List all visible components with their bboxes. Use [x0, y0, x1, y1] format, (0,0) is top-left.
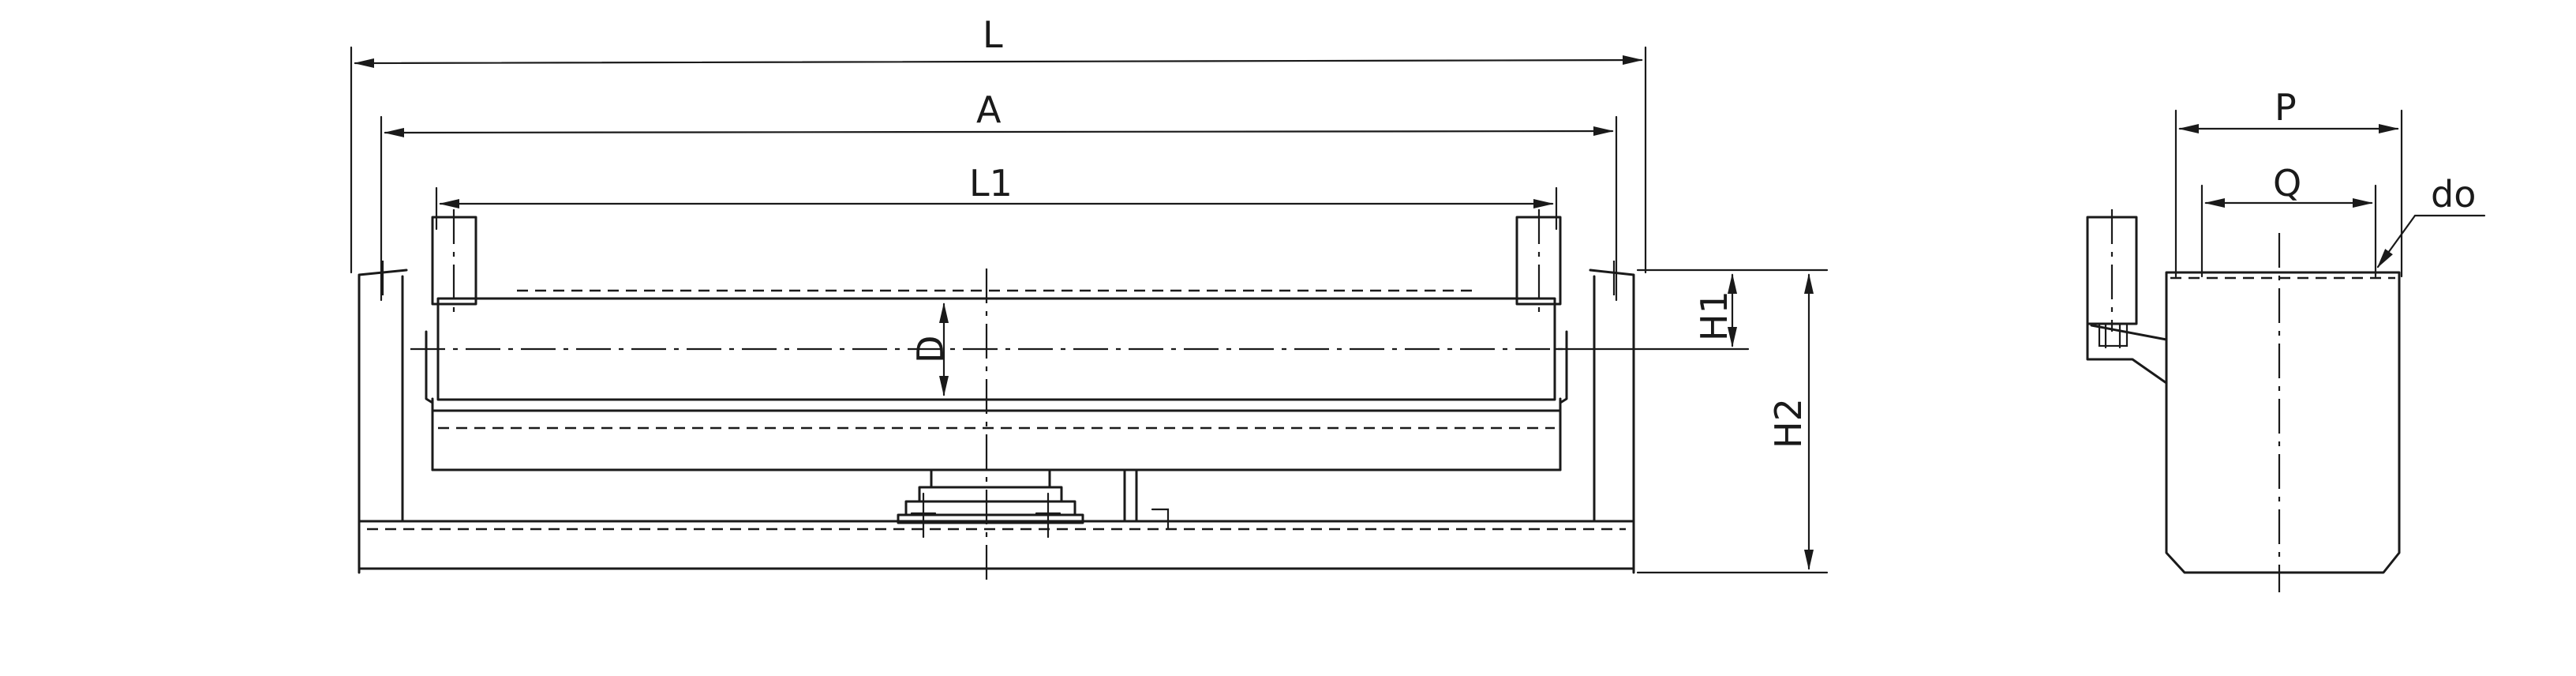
dimension-A: A [380, 88, 1618, 302]
dimension-H2: H2 [1636, 273, 1829, 574]
dimension-L: L [350, 13, 1647, 274]
center-mount [897, 269, 1170, 580]
dimension-P: P [2174, 86, 2403, 278]
outer-frame [358, 261, 1635, 574]
frame-beam [431, 397, 1562, 471]
label-A: A [976, 88, 1002, 131]
label-do: do [2431, 173, 2476, 216]
dimension-H1: H1 [1636, 269, 1829, 347]
label-L: L [983, 13, 1003, 56]
side-bracket [2086, 209, 2168, 385]
side-body [2165, 233, 2401, 592]
label-H1: H1 [1693, 291, 1735, 341]
label-Q: Q [2273, 162, 2301, 205]
dimension-D: D [909, 302, 952, 396]
end-bracket-right [1515, 209, 1568, 404]
label-D: D [909, 336, 952, 363]
dimension-Q: Q [2200, 162, 2377, 278]
end-bracket-left [425, 209, 477, 404]
label-L1: L1 [969, 162, 1013, 205]
front-view: L A L1 [350, 13, 1829, 580]
roller-drum [410, 289, 1750, 401]
dimension-do: do [2376, 173, 2486, 269]
side-view: P Q do [2086, 86, 2486, 592]
dimension-L1: L1 [435, 162, 1558, 231]
label-H2: H2 [1767, 398, 1810, 449]
label-P: P [2275, 86, 2297, 129]
